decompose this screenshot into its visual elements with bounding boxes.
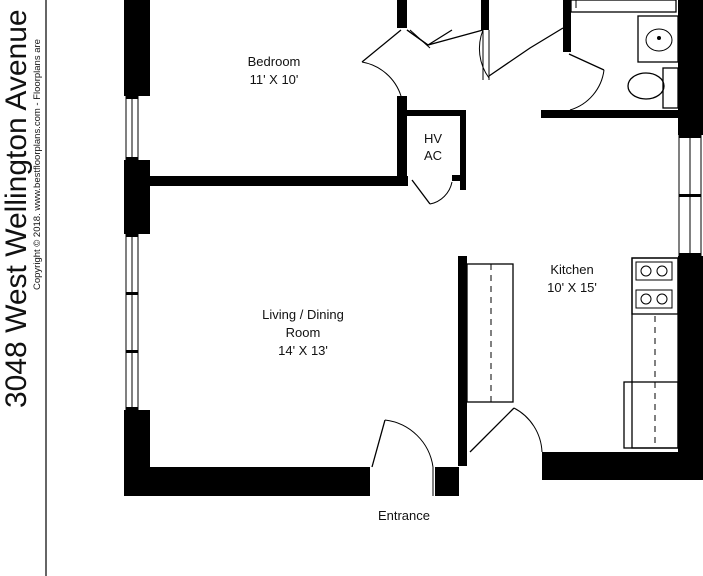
kitchen-label: Kitchen bbox=[550, 262, 593, 277]
walls bbox=[124, 0, 703, 496]
living-label-1: Living / Dining bbox=[262, 307, 344, 322]
doors bbox=[361, 27, 605, 496]
kitchen-fixtures bbox=[466, 257, 679, 449]
bedroom-size: 11' X 10' bbox=[250, 72, 299, 87]
address-title: 3048 West Wellington Avenue bbox=[0, 9, 33, 408]
hvac-label-1: HV bbox=[424, 131, 442, 146]
entrance-label: Entrance bbox=[378, 508, 430, 523]
room-labels: Bedroom 11' X 10' HV AC Living / Dining … bbox=[248, 54, 597, 523]
living-label-2: Room bbox=[286, 325, 321, 340]
bathroom-fixtures bbox=[570, 0, 679, 109]
hvac-label-2: AC bbox=[424, 148, 442, 163]
kitchen-size: 10' X 15' bbox=[547, 280, 597, 295]
copyright-note: Copyright © 2018. www.bestfloorplans.com… bbox=[32, 39, 43, 290]
bedroom-label: Bedroom bbox=[248, 54, 301, 69]
windows bbox=[125, 95, 702, 411]
living-size: 14' X 13' bbox=[278, 343, 328, 358]
